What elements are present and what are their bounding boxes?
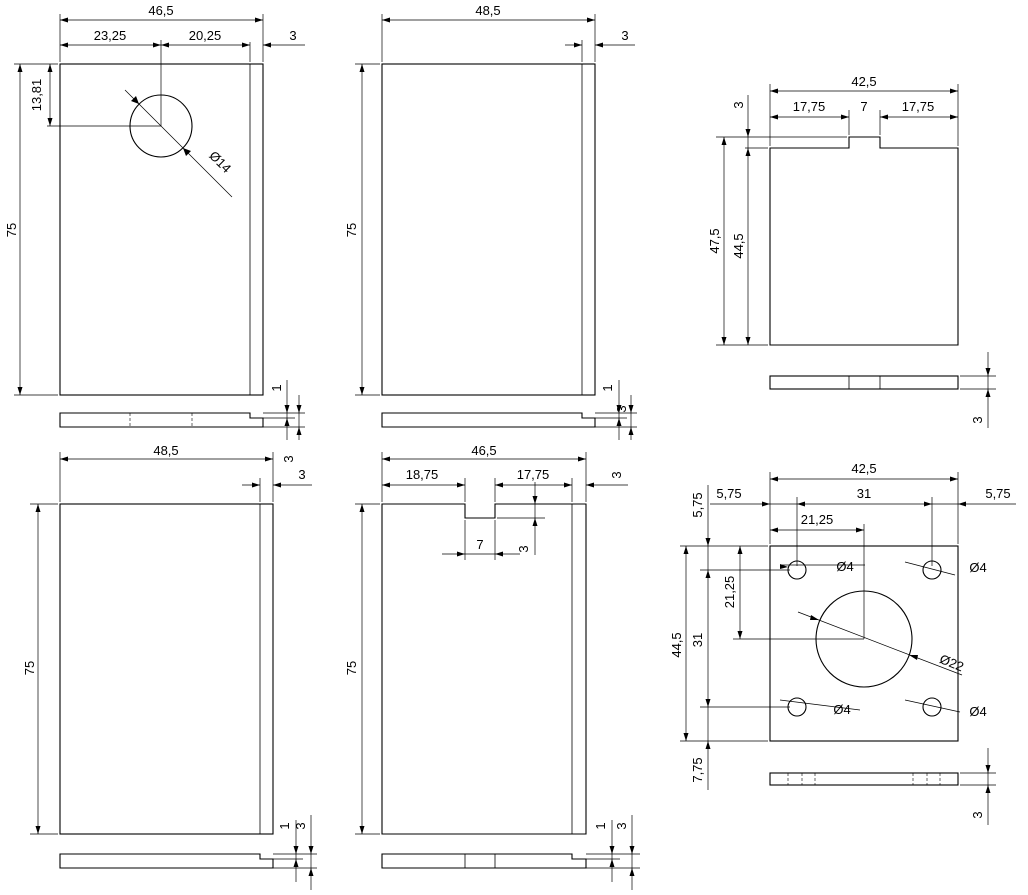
- p3-side-thickness-label: 3: [293, 822, 308, 829]
- p5-slot-label: 7: [860, 99, 867, 114]
- p6-margin-left-label: 5,75: [716, 486, 741, 501]
- part-5: 42,5 17,75 7 17,75 3 47,5 44,5 3: [707, 74, 996, 428]
- p5-width-label: 42,5: [851, 74, 876, 89]
- part-6: 42,5 5,75 31 5,75 21,25 5,75 21,25 44,5 …: [669, 461, 1016, 825]
- p6-margin-bottom-label: 7,75: [690, 757, 705, 782]
- p5-height-label: 44,5: [731, 233, 746, 258]
- p6-height-label: 44,5: [669, 632, 684, 657]
- p6-vertical-centers-label: 31: [690, 633, 705, 647]
- p4-thickness-label: 3: [609, 471, 624, 478]
- p4-left-label: 18,75: [406, 467, 439, 482]
- p2-width-label: 48,5: [475, 3, 500, 18]
- p2-step-label: 1: [600, 384, 615, 391]
- p4-step-label: 1: [593, 822, 608, 829]
- p4-width-label: 46,5: [471, 443, 496, 458]
- p4-right-label: 17,75: [517, 467, 550, 482]
- p5-side-thickness-label: 3: [970, 416, 985, 423]
- p6-side-thickness-label: 3: [970, 811, 985, 818]
- p1-hole-diameter-label: Ø14: [206, 148, 234, 176]
- p5-total-height-label: 47,5: [707, 228, 722, 253]
- p6-center-y-label: 21,25: [722, 576, 737, 609]
- part-3: 48,5 3 75 1 3: [22, 443, 317, 890]
- p2-thickness-label: 3: [621, 28, 628, 43]
- p3-thickness-label: 3: [298, 467, 305, 482]
- p1-step-label: 1: [269, 384, 284, 391]
- p6-hole-bl-label: Ø4: [833, 702, 850, 717]
- p1-right-label: 20,25: [189, 28, 222, 43]
- p6-margin-right-label: 5,75: [985, 486, 1010, 501]
- p6-center-x-label: 21,25: [801, 512, 834, 527]
- p3-width-label: 48,5: [153, 443, 178, 458]
- p1-hole-y-label: 13,81: [29, 79, 44, 112]
- p5-notch-label: 3: [731, 101, 746, 108]
- p6-centers-label: 31: [857, 486, 871, 501]
- p6-hole-tr-label: Ø4: [969, 560, 986, 575]
- p1-thickness-label: 3: [289, 28, 296, 43]
- p1-side-thickness-label: 3: [281, 455, 296, 462]
- p4-slot-width-label: 7: [476, 537, 483, 552]
- p5-right-label: 17,75: [902, 99, 935, 114]
- part-4: 46,5 18,75 17,75 3 7 3 75 1 3: [344, 443, 640, 890]
- p1-left-label: 23,25: [94, 28, 127, 43]
- p3-height-label: 75: [22, 661, 37, 675]
- p2-height-label: 75: [344, 223, 359, 237]
- p6-width-label: 42,5: [851, 461, 876, 476]
- part-2: 48,5 3 75 1 3: [344, 3, 637, 440]
- p6-hole-tl-label: Ø4: [836, 559, 853, 574]
- p1-height-label: 75: [4, 223, 19, 237]
- p5-left-label: 17,75: [793, 99, 826, 114]
- p1-width-label: 46,5: [148, 3, 173, 18]
- p2-side-thickness-label: 3: [614, 405, 629, 412]
- p4-height-label: 75: [344, 661, 359, 675]
- p6-hole-br-label: Ø4: [969, 704, 986, 719]
- p4-slot-depth-label: 3: [516, 545, 531, 552]
- part-1: 46,5 23,25 20,25 3 13,81 75 Ø14 1 3: [4, 3, 305, 463]
- p6-margin-top-label: 5,75: [690, 492, 705, 517]
- p3-step-label: 1: [277, 822, 292, 829]
- p4-side-thickness-label: 3: [614, 822, 629, 829]
